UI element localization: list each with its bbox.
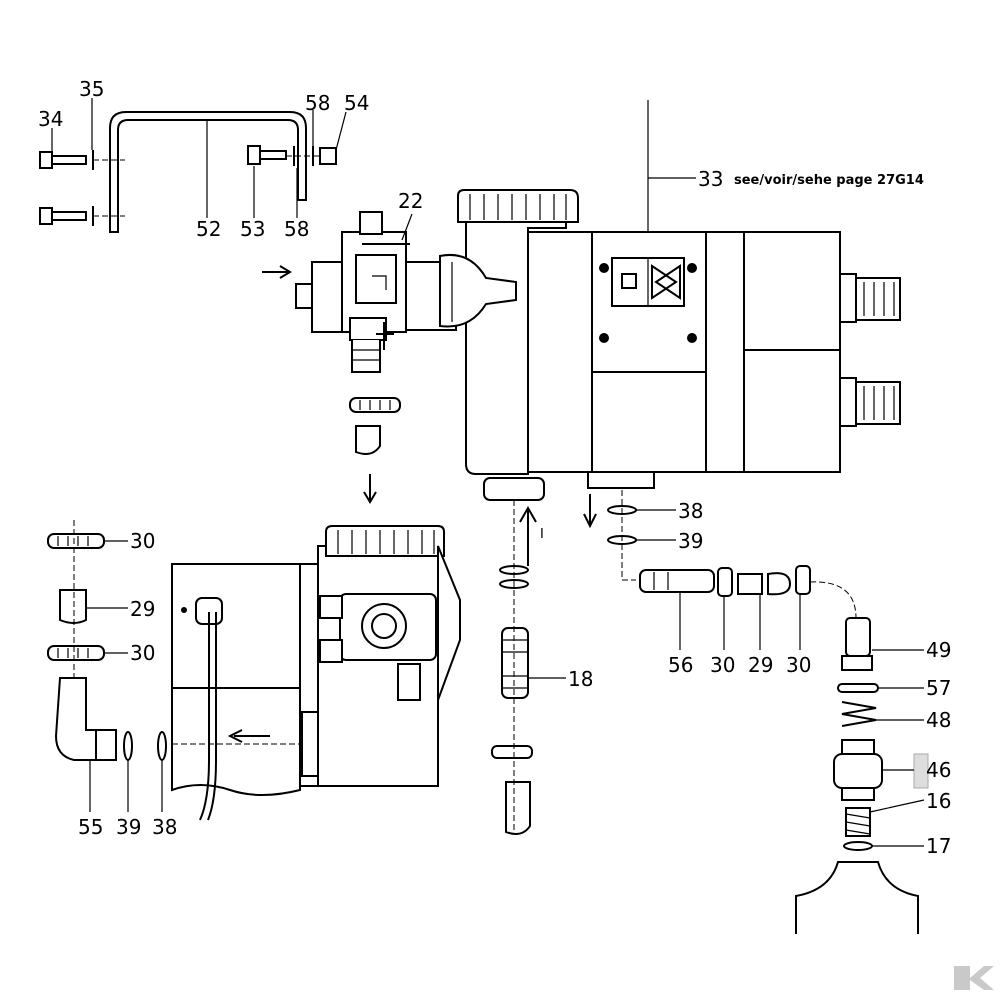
left-fittings [47, 520, 167, 761]
callout-29-b: 29 [748, 653, 773, 677]
callout-34: 34 [38, 107, 63, 131]
callout-33: 33 [698, 167, 723, 191]
foot-valve-column [795, 617, 929, 934]
callout-56: 56 [668, 653, 693, 677]
nut-54 [319, 147, 337, 165]
callout-18: 18 [568, 667, 593, 691]
discharge-line [583, 490, 857, 619]
callout-46: 46 [926, 758, 951, 782]
valve-22 [295, 211, 457, 373]
callout-29-a: 29 [130, 597, 155, 621]
inlet-arrow [262, 265, 292, 279]
flow-mark: I [540, 527, 544, 542]
lower-mounted-unit [171, 525, 461, 821]
bracket-assembly [39, 98, 347, 233]
callout-53: 53 [240, 217, 265, 241]
callout-52: 52 [196, 217, 221, 241]
callout-30-b: 30 [130, 641, 155, 665]
callout-30-d: 30 [786, 653, 811, 677]
bolt-34-lower [39, 206, 94, 226]
suction-line [491, 500, 537, 835]
callout-17: 17 [926, 834, 951, 858]
callout-39-b: 39 [678, 529, 703, 553]
callout-38-b: 38 [678, 499, 703, 523]
adjustment-knob-upper [839, 273, 901, 323]
callout-30-a: 30 [130, 529, 155, 553]
callout-58-top: 58 [305, 91, 330, 115]
u-bracket [109, 111, 307, 233]
callout-22: 22 [398, 189, 423, 213]
callout-48: 48 [926, 708, 951, 732]
callout-55: 55 [78, 815, 103, 839]
callout-54: 54 [344, 91, 369, 115]
bolt-34-upper [39, 150, 94, 170]
callout-57: 57 [926, 676, 951, 700]
callout-58-bottom: 58 [284, 217, 309, 241]
pump-housing [439, 100, 901, 501]
callout-38-a: 38 [152, 815, 177, 839]
leader-lines [86, 509, 925, 847]
callout-39-a: 39 [116, 815, 141, 839]
adjustment-knob-lower [839, 377, 901, 427]
brand-logo-mark [954, 966, 994, 990]
callout-labels: 34 35 58 54 52 53 58 22 33 see/voir/sehe… [38, 77, 951, 858]
callout-35: 35 [79, 77, 104, 101]
callout-30-c: 30 [710, 653, 735, 677]
clamp-and-tube-upper [349, 397, 401, 504]
reference-note: see/voir/sehe page 27G14 [734, 173, 924, 188]
callout-16: 16 [926, 789, 951, 813]
callout-49: 49 [926, 638, 951, 662]
bolt-53 [247, 145, 287, 165]
